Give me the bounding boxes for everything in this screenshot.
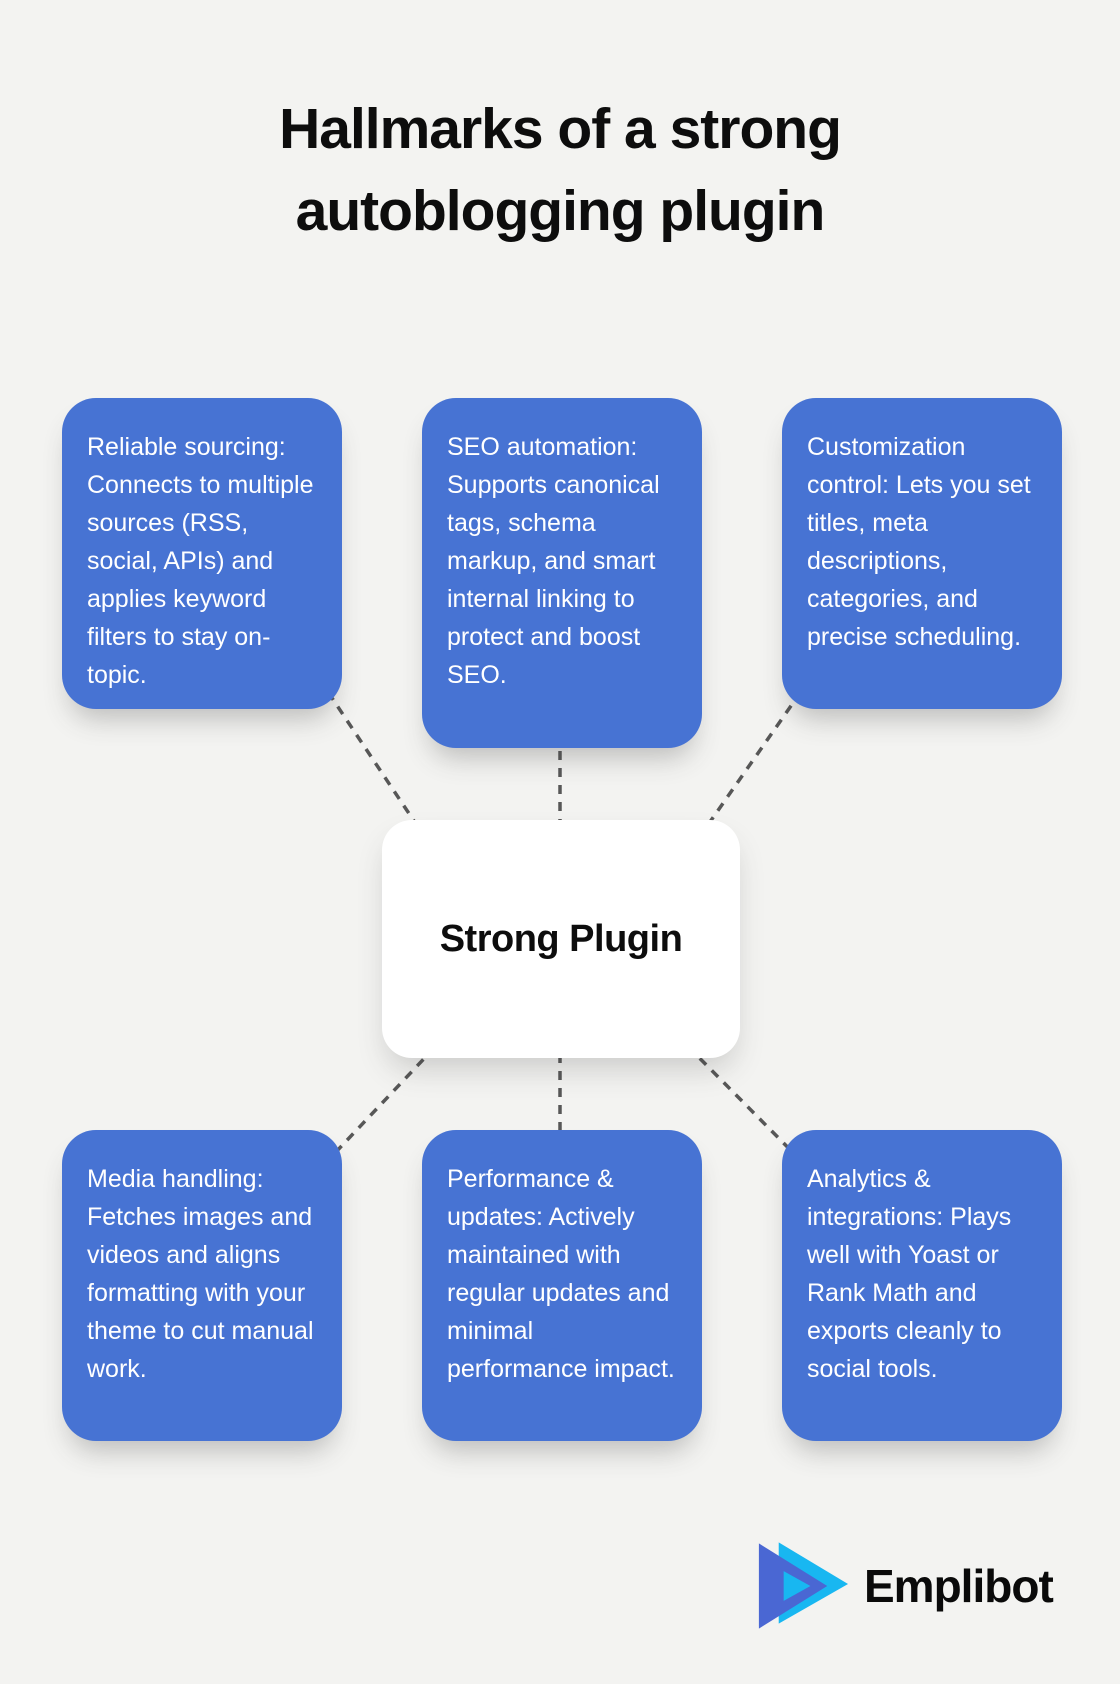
emplibot-play-triangles-icon	[758, 1542, 849, 1629]
center-node-strong-plugin: Strong Plugin	[382, 820, 740, 1058]
card-text: Analytics & integrations: Plays well wit…	[807, 1165, 1012, 1383]
card-customization-control: Customization control: Lets you set titl…	[782, 398, 1062, 709]
card-media-handling: Media handling: Fetches images and video…	[62, 1130, 342, 1441]
card-performance-updates: Performance & updates: Actively maintain…	[422, 1130, 702, 1441]
card-text: Customization control: Lets you set titl…	[807, 433, 1031, 651]
page-title: Hallmarks of a strong autoblogging plugi…	[0, 88, 1120, 252]
card-analytics-integrations: Analytics & integrations: Plays well wit…	[782, 1130, 1062, 1441]
card-seo-automation: SEO automation: Supports canonical tags,…	[422, 398, 702, 748]
brand-name: Emplibot	[864, 1560, 1054, 1612]
page-title-line2: autoblogging plugin	[295, 179, 826, 243]
brand-logo: Emplibot	[748, 1540, 1054, 1632]
card-text: SEO automation: Supports canonical tags,…	[447, 433, 660, 689]
card-text: Media handling: Fetches images and video…	[87, 1165, 314, 1383]
center-node-label: Strong Plugin	[439, 917, 683, 960]
card-text: Reliable sourcing: Connects to multiple …	[87, 433, 314, 689]
card-text: Performance & updates: Actively maintain…	[447, 1165, 675, 1383]
card-reliable-sourcing: Reliable sourcing: Connects to multiple …	[62, 398, 342, 709]
page-title-line1: Hallmarks of a strong	[279, 97, 842, 161]
